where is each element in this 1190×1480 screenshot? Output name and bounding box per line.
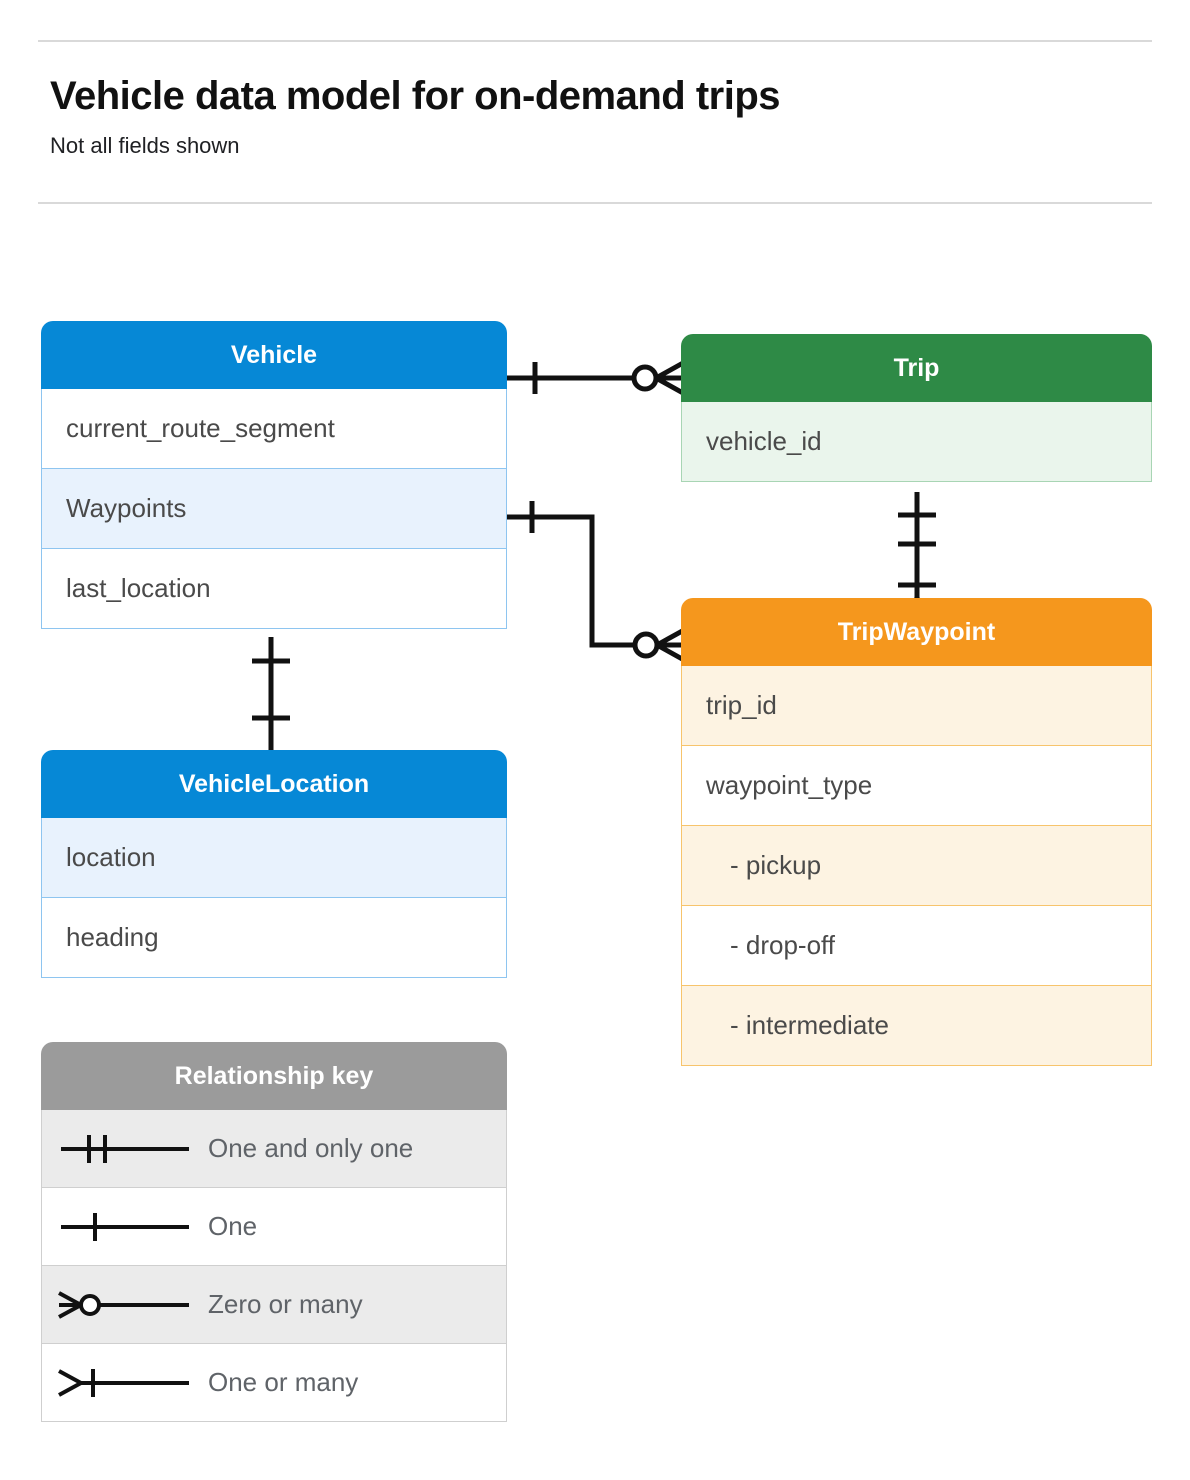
legend-row[interactable]: One bbox=[41, 1188, 507, 1266]
entity-field-row[interactable]: heading bbox=[41, 898, 507, 978]
entity-field-label: heading bbox=[66, 922, 159, 952]
entity-title-vehiclelocation: VehicleLocation bbox=[178, 769, 370, 798]
card-zero-circle-waypoints-tripwaypoint bbox=[632, 631, 660, 659]
crowsfoot-upper-vehicle-trip bbox=[654, 360, 685, 381]
entity-field-label: - pickup bbox=[730, 850, 822, 880]
entity-field-label: - drop-off bbox=[730, 930, 836, 960]
entity-field-label: location bbox=[66, 842, 156, 872]
one-or-many-icon bbox=[42, 1363, 208, 1403]
connector-waypoints-tripwaypoint bbox=[507, 514, 681, 648]
entity-title-vehicle: Vehicle bbox=[230, 340, 318, 369]
entity-field-row[interactable]: - pickup bbox=[681, 826, 1152, 906]
entity-card-tripwaypoint[interactable]: TripWaypoint trip_id waypoint_type - pic… bbox=[681, 598, 1152, 1066]
entity-field-row[interactable]: current_route_segment bbox=[41, 389, 507, 469]
entity-card-vehiclelocation[interactable]: VehicleLocation location heading bbox=[41, 750, 507, 978]
entity-field-row[interactable]: Waypoints bbox=[41, 469, 507, 549]
card-zero-circle-vehicle-trip bbox=[631, 364, 659, 392]
header-rule-bottom bbox=[38, 202, 1152, 204]
entity-card-trip[interactable]: Trip vehicle_id bbox=[681, 334, 1152, 482]
one-icon bbox=[42, 1207, 208, 1247]
entity-field-label: trip_id bbox=[706, 690, 777, 720]
entity-field-row[interactable]: location bbox=[41, 818, 507, 898]
legend-label: One or many bbox=[208, 1367, 359, 1397]
crowsfoot-upper-waypoints bbox=[655, 627, 686, 648]
entity-header-vehiclelocation: VehicleLocation bbox=[41, 750, 507, 818]
entity-field-row[interactable]: last_location bbox=[41, 549, 507, 629]
entity-field-label: vehicle_id bbox=[706, 426, 822, 456]
entity-field-label: current_route_segment bbox=[66, 413, 335, 443]
relationship-key-title: Relationship key bbox=[174, 1061, 374, 1090]
entity-field-label: Waypoints bbox=[66, 493, 187, 523]
entity-field-label: waypoint_type bbox=[706, 770, 873, 800]
entity-field-row[interactable]: trip_id bbox=[681, 666, 1152, 746]
legend-row[interactable]: One or many bbox=[41, 1344, 507, 1422]
page-subtitle: Not all fields shown bbox=[50, 133, 240, 158]
legend-row[interactable]: One and only one bbox=[41, 1110, 507, 1188]
legend-row[interactable]: Zero or many bbox=[41, 1266, 507, 1344]
crowsfoot-lower-waypoints bbox=[655, 642, 686, 663]
entity-field-row[interactable]: vehicle_id bbox=[681, 402, 1152, 482]
entity-field-row[interactable]: waypoint_type bbox=[681, 746, 1152, 826]
entity-header-tripwaypoint: TripWaypoint bbox=[681, 598, 1152, 666]
entity-header-trip: Trip bbox=[681, 334, 1152, 402]
page-title: Vehicle data model for on-demand trips bbox=[50, 74, 781, 118]
entity-field-label: last_location bbox=[66, 573, 211, 603]
zero-or-many-icon bbox=[42, 1285, 208, 1325]
entity-header-vehicle: Vehicle bbox=[41, 321, 507, 389]
relationship-key-header: Relationship key bbox=[41, 1042, 507, 1110]
legend-label: One bbox=[208, 1211, 258, 1241]
legend-label: Zero or many bbox=[208, 1289, 363, 1319]
entity-card-vehicle[interactable]: Vehicle current_route_segment Waypoints … bbox=[41, 321, 507, 629]
crowsfoot-lower-vehicle-trip bbox=[654, 375, 685, 396]
entity-title-tripwaypoint: TripWaypoint bbox=[837, 617, 996, 646]
header-rule-top bbox=[38, 40, 1152, 42]
entity-field-row[interactable]: - intermediate bbox=[681, 986, 1152, 1066]
entity-title-trip: Trip bbox=[893, 353, 940, 382]
one-and-only-one-icon bbox=[42, 1129, 208, 1169]
entity-field-label: - intermediate bbox=[730, 1010, 889, 1040]
legend-label: One and only one bbox=[208, 1133, 414, 1163]
entity-field-row[interactable]: - drop-off bbox=[681, 906, 1152, 986]
relationship-key-card[interactable]: Relationship key One and only one One bbox=[41, 1042, 507, 1422]
